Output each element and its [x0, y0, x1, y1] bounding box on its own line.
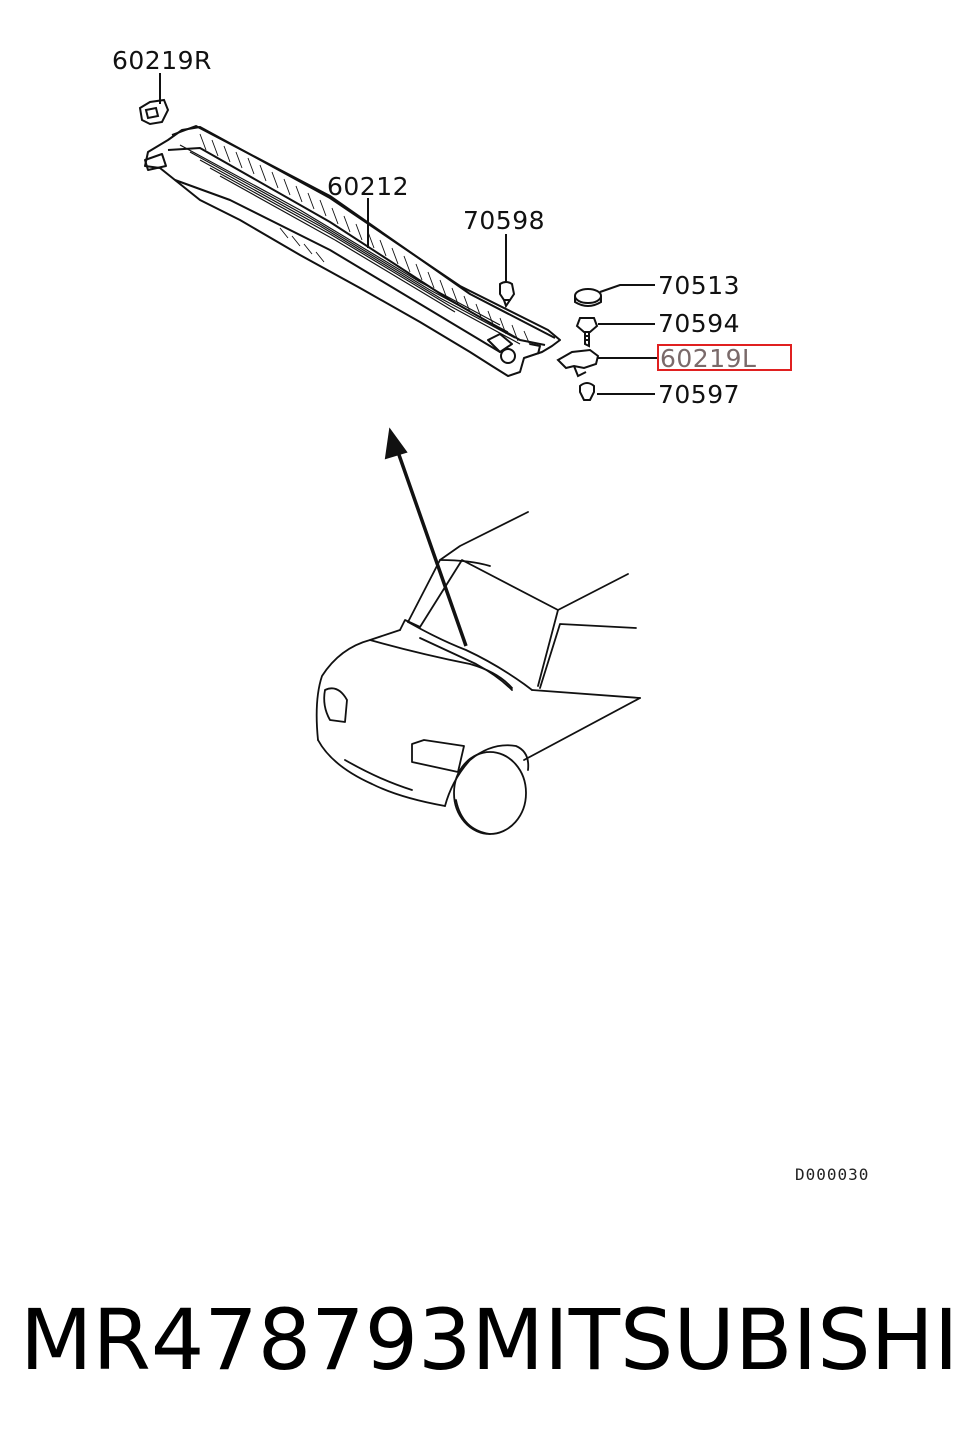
- cowl-panel: [144, 125, 561, 377]
- callout-70594: 70594: [658, 309, 740, 338]
- leader-lines: [159, 73, 658, 395]
- callout-70598: 70598: [463, 206, 545, 235]
- callout-60212: 60212: [327, 172, 409, 201]
- bracket-60219l-icon: [556, 348, 600, 378]
- cap-70513-icon: [574, 288, 602, 307]
- caption: MR478793 MITSUBISHI: [20, 1290, 959, 1390]
- screw-70594-icon: [575, 317, 599, 348]
- callout-70597: 70597: [658, 380, 740, 409]
- vehicle-outline: [315, 511, 641, 835]
- callout-70513: 70513: [658, 271, 740, 300]
- diagram-code: D000030: [795, 1165, 869, 1184]
- callout-60219r: 60219R: [112, 46, 212, 75]
- location-arrow: [384, 427, 468, 647]
- callout-60219l: 60219L: [660, 344, 756, 373]
- part-number: MR478793: [20, 1291, 472, 1389]
- brand-name: MITSUBISHI: [471, 1291, 959, 1389]
- clip-70598-icon: [499, 281, 516, 309]
- clip-70597-icon: [579, 382, 595, 401]
- clip-60219r-icon: [138, 98, 170, 126]
- highlight-box: [657, 344, 792, 371]
